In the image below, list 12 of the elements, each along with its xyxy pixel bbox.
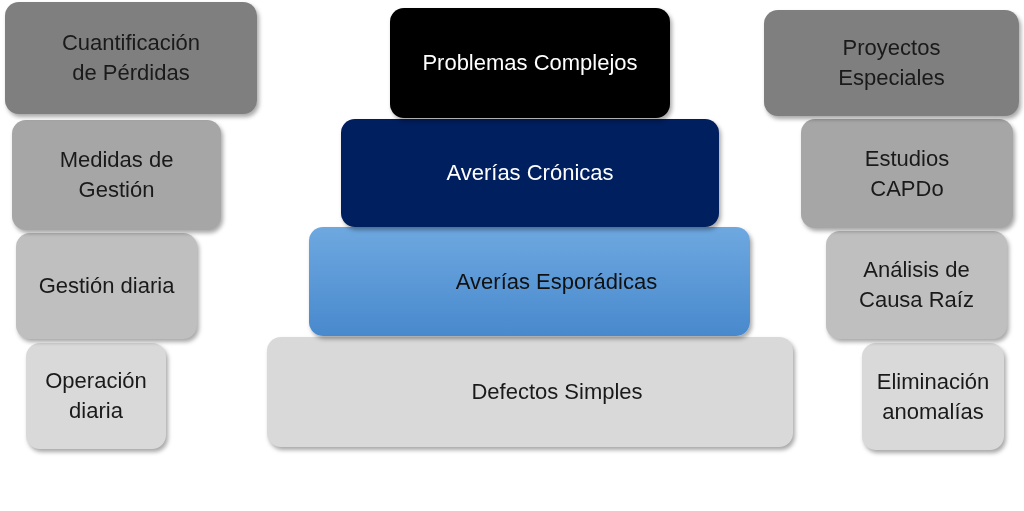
level-box: Medidas de Gestión bbox=[12, 120, 221, 230]
level-box: Defectos Simples bbox=[267, 337, 793, 447]
level-box: Gestión diaria bbox=[16, 233, 197, 339]
level-box: Análisis de Causa Raíz bbox=[826, 231, 1007, 339]
level-box: Averías Esporádicas bbox=[309, 227, 750, 336]
level-box: Proyectos Especiales bbox=[764, 10, 1019, 116]
level-box: Estudios CAPDo bbox=[801, 119, 1013, 228]
level-box: Problemas Complejos bbox=[390, 8, 670, 118]
level-box: Averías Crónicas bbox=[341, 119, 719, 227]
level-box: Operación diaria bbox=[26, 343, 166, 449]
level-box: Eliminación anomalías bbox=[862, 343, 1004, 450]
level-box: Cuantificación de Pérdidas bbox=[5, 2, 257, 114]
